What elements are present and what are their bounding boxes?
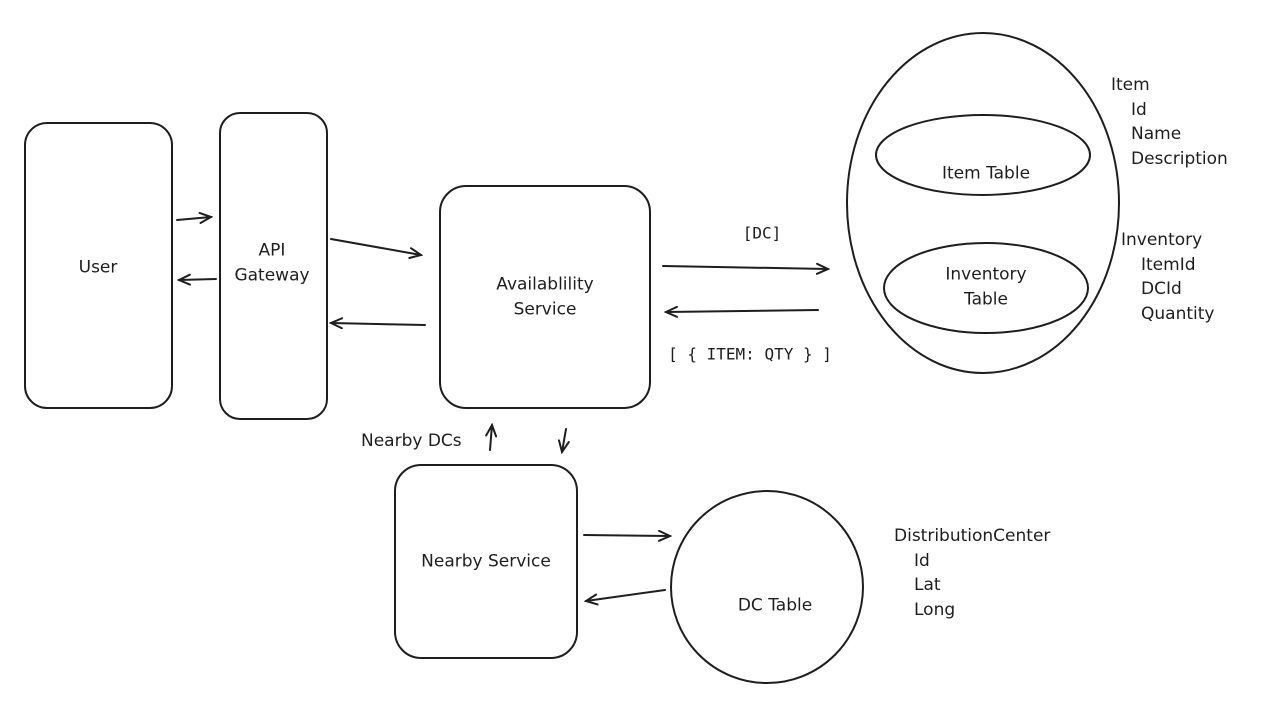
item-schema-name: Item: [1111, 75, 1150, 95]
arrow-gateway-to-availability: [330, 238, 421, 255]
api-gateway-box: [219, 112, 328, 420]
item-table-ellipse: [875, 114, 1091, 196]
availability-service-label-line1: Availablility: [496, 274, 594, 295]
item-schema-field: Id: [1131, 99, 1147, 120]
availability-service-label: Availablility Service: [496, 272, 593, 321]
item-schema: Item Id Name Description: [1111, 73, 1228, 172]
inventory-schema-field: ItemId: [1141, 254, 1196, 275]
arrow-gateway-to-user: [179, 279, 217, 280]
distribution-center-schema-field: Lat: [914, 575, 941, 596]
api-gateway-label-line2: Gateway: [234, 265, 310, 285]
nearby-service-label: Nearby Service: [421, 551, 551, 572]
availability-service-label-line2: Service: [513, 299, 577, 319]
item-table-label: Item Table: [941, 163, 1031, 184]
arrow-user-to-gateway: [176, 217, 211, 220]
inventory-schema-field: Quantity: [1141, 303, 1215, 324]
distribution-center-schema: DistributionCenter Id Lat Long: [894, 524, 1050, 623]
dc-table-label: DC Table: [737, 595, 813, 616]
inventory-table-label: Inventory Table: [945, 262, 1026, 311]
item-schema-field: Name: [1131, 124, 1182, 145]
arrow-db-to-availability: [666, 310, 819, 312]
dc-table-circle: [670, 490, 864, 684]
arrow-availability-to-gateway: [331, 323, 426, 325]
inventory-table-ellipse: [883, 242, 1089, 334]
database-ellipse: [846, 32, 1120, 374]
user-label: User: [78, 257, 118, 278]
inventory-schema-field: DCId: [1141, 279, 1182, 300]
distribution-center-schema-field: Long: [914, 599, 956, 620]
user-box: [24, 122, 173, 409]
item-qty-edge-label: [ { ITEM: QTY } ]: [668, 344, 832, 364]
api-gateway-label: API Gateway: [234, 238, 309, 287]
arrow-availability-to-db: [662, 266, 828, 269]
nearby-dcs-edge-label: Nearby DCs: [361, 431, 462, 451]
arrow-dctable-to-nearby: [586, 589, 666, 601]
dc-edge-label: [DC]: [742, 223, 782, 243]
inventory-schema-name: Inventory: [1121, 230, 1203, 250]
distribution-center-schema-field: Id: [914, 550, 930, 571]
item-schema-field: Description: [1131, 148, 1228, 169]
nearby-service-box: [394, 464, 578, 659]
availability-service-box: [439, 185, 651, 409]
arrow-nearby-to-dctable: [583, 535, 670, 536]
arrow-availability-to-nearby: [562, 428, 566, 452]
api-gateway-label-line1: API: [258, 240, 286, 261]
arrow-nearby-to-availability: [490, 425, 492, 451]
inventory-schema: Inventory ItemId DCId Quantity: [1121, 228, 1214, 327]
inventory-table-label-line1: Inventory: [945, 264, 1027, 285]
distribution-center-schema-name: DistributionCenter: [894, 526, 1051, 546]
inventory-table-label-line2: Table: [964, 289, 1008, 309]
